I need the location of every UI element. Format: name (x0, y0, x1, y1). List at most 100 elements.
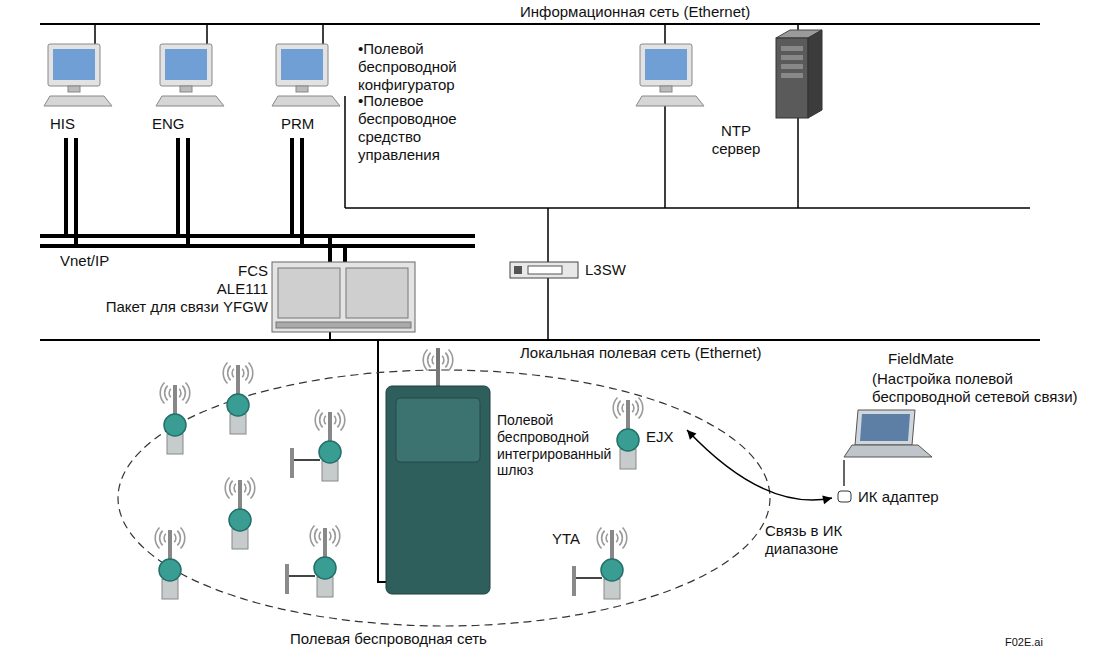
radio-wave (445, 353, 448, 368)
node-label: HIS (50, 115, 90, 133)
wireless-transmitter (574, 528, 627, 600)
radio-wave (622, 404, 624, 412)
keyboard (272, 96, 340, 106)
node-label: YTA (552, 530, 592, 548)
computer-icon (636, 44, 704, 106)
transmitter-head (314, 557, 336, 579)
radio-wave (228, 366, 231, 381)
wireless-transmitter (155, 528, 185, 600)
node-label: ИК адаптер (858, 488, 942, 506)
radio-wave (182, 386, 185, 401)
radio-wave (336, 526, 340, 547)
server-front (776, 38, 808, 118)
probe-cable (289, 575, 315, 577)
transmitter-body (232, 529, 248, 549)
antenna (323, 528, 327, 558)
monitor-stand (180, 86, 192, 92)
monitor-frame (160, 44, 212, 86)
radio-wave (449, 350, 453, 371)
radio-wave (319, 532, 321, 540)
network-label: Полевая беспроводная сеть (290, 630, 550, 648)
radio-wave (160, 383, 164, 404)
device-node: NTP сервер (700, 22, 830, 172)
information-network-branch (345, 207, 1030, 209)
monitor-screen (281, 49, 323, 80)
laptop-display (860, 414, 910, 441)
wireless-transmitter (223, 363, 253, 435)
network-label: •Полевой беспроводной конфигуратор (358, 40, 480, 94)
radio-wave (247, 481, 250, 496)
node-label: Полевой беспроводной интегрированный шлю… (497, 412, 615, 479)
wireless-transmitter (292, 410, 345, 482)
radio-wave (230, 481, 233, 496)
radio-wave (186, 383, 190, 404)
device-node: EJX (612, 395, 687, 465)
cable-line (843, 460, 845, 486)
radio-wave (341, 410, 345, 431)
monitor-frame (48, 44, 100, 86)
radio-wave (249, 363, 253, 384)
vnet-bus (40, 234, 475, 238)
temperature-probe (572, 566, 576, 596)
radio-wave (315, 410, 319, 431)
radio-wave (155, 528, 159, 549)
ir-link-curve (687, 430, 832, 500)
transmitter-head (229, 509, 251, 531)
antenna (168, 530, 172, 560)
fcs-field-link (329, 332, 331, 340)
transmitter-head (617, 429, 639, 451)
transmitter-body (317, 577, 333, 597)
gateway-panel (396, 398, 480, 462)
rack-base (276, 322, 411, 328)
gateway-body (386, 386, 490, 594)
antenna (173, 385, 177, 415)
node-label: EJX (646, 428, 684, 446)
device-node: YTA (548, 525, 628, 600)
transmitter-head (164, 414, 186, 436)
radio-wave (232, 369, 234, 377)
radio-wave (179, 389, 181, 397)
wireless-network-area (118, 370, 770, 626)
transmitter-body (604, 579, 620, 599)
radio-wave (315, 529, 318, 544)
radio-wave (618, 401, 621, 416)
transmitter-body (620, 449, 636, 469)
radio-wave (619, 531, 622, 546)
vnet-drop (66, 138, 302, 246)
l3-switch (510, 262, 578, 278)
radio-wave (242, 369, 244, 377)
radio-wave (160, 531, 163, 546)
rack-body (272, 262, 415, 332)
radio-wave (164, 534, 166, 542)
node-label: ALE111 (40, 280, 268, 298)
server-side (808, 30, 822, 118)
antenna (236, 365, 240, 395)
radio-wave (632, 404, 634, 412)
radio-wave (320, 413, 323, 428)
computer-icon (44, 44, 112, 106)
radio-wave (639, 398, 643, 419)
transmitter-head (159, 559, 181, 581)
computer-icon (156, 44, 224, 106)
gateway (386, 348, 490, 594)
connector (844, 460, 845, 486)
antenna (238, 480, 242, 510)
device-node: Полевой беспроводной интегрированный шлю… (386, 345, 618, 597)
device-node: L3SW (505, 255, 635, 285)
transmitter-body (167, 434, 183, 454)
connector-label: Связь в ИК диапазоне (765, 522, 880, 558)
monitor-frame (276, 44, 328, 86)
monitor-screen (645, 49, 687, 80)
wireless-transmitter (287, 526, 340, 598)
server-bay (781, 55, 803, 60)
fcs-rack (272, 262, 415, 332)
transmitter-body (162, 579, 178, 599)
laptop-base (844, 445, 932, 457)
bus-lines (40, 24, 1040, 582)
switch-led (514, 266, 522, 274)
network-label: Локальная полевая сеть (Ethernet) (520, 344, 820, 362)
monitor-screen (53, 49, 95, 80)
arrowhead (687, 430, 696, 440)
temperature-probe (290, 448, 294, 478)
